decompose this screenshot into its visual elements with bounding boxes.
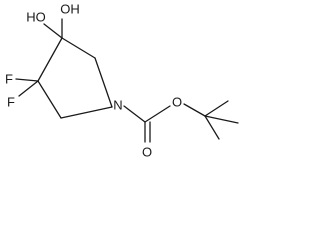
bond-carbonyl-c-o-ester	[144, 105, 171, 123]
atom-label-carbonyl-oxygen: O	[142, 145, 152, 160]
bond-cq-methyl-lower	[204, 115, 220, 140]
bond-c3-f-lower	[18, 80, 39, 97]
atom-label-oh-upper: OH	[60, 2, 80, 17]
bond-c4-ho-left	[43, 23, 63, 39]
atom-label-f-lower: F	[7, 95, 15, 110]
bond-c3-c2	[37, 80, 62, 119]
atom-label-ho-left: HO	[26, 10, 46, 25]
atom-label-f-upper: F	[5, 72, 13, 87]
bond-n-c5	[94, 57, 113, 108]
bond-n-carbonyl-c	[123, 105, 146, 123]
bond-c5-c4	[61, 37, 96, 59]
bond-o-ester-cq	[183, 103, 206, 117]
bond-cq-methyl-right	[204, 115, 239, 124]
bond-c4-c3	[37, 37, 63, 82]
bond-c2-n	[60, 106, 113, 119]
atom-label-ring-nitrogen: N	[113, 98, 122, 113]
bond-c3-f-upper	[15, 78, 39, 82]
molecule-structure: OH HO F F N O O	[5, 2, 239, 160]
bond-cq-methyl-upper	[204, 100, 229, 117]
atom-label-ester-oxygen: O	[172, 95, 182, 110]
